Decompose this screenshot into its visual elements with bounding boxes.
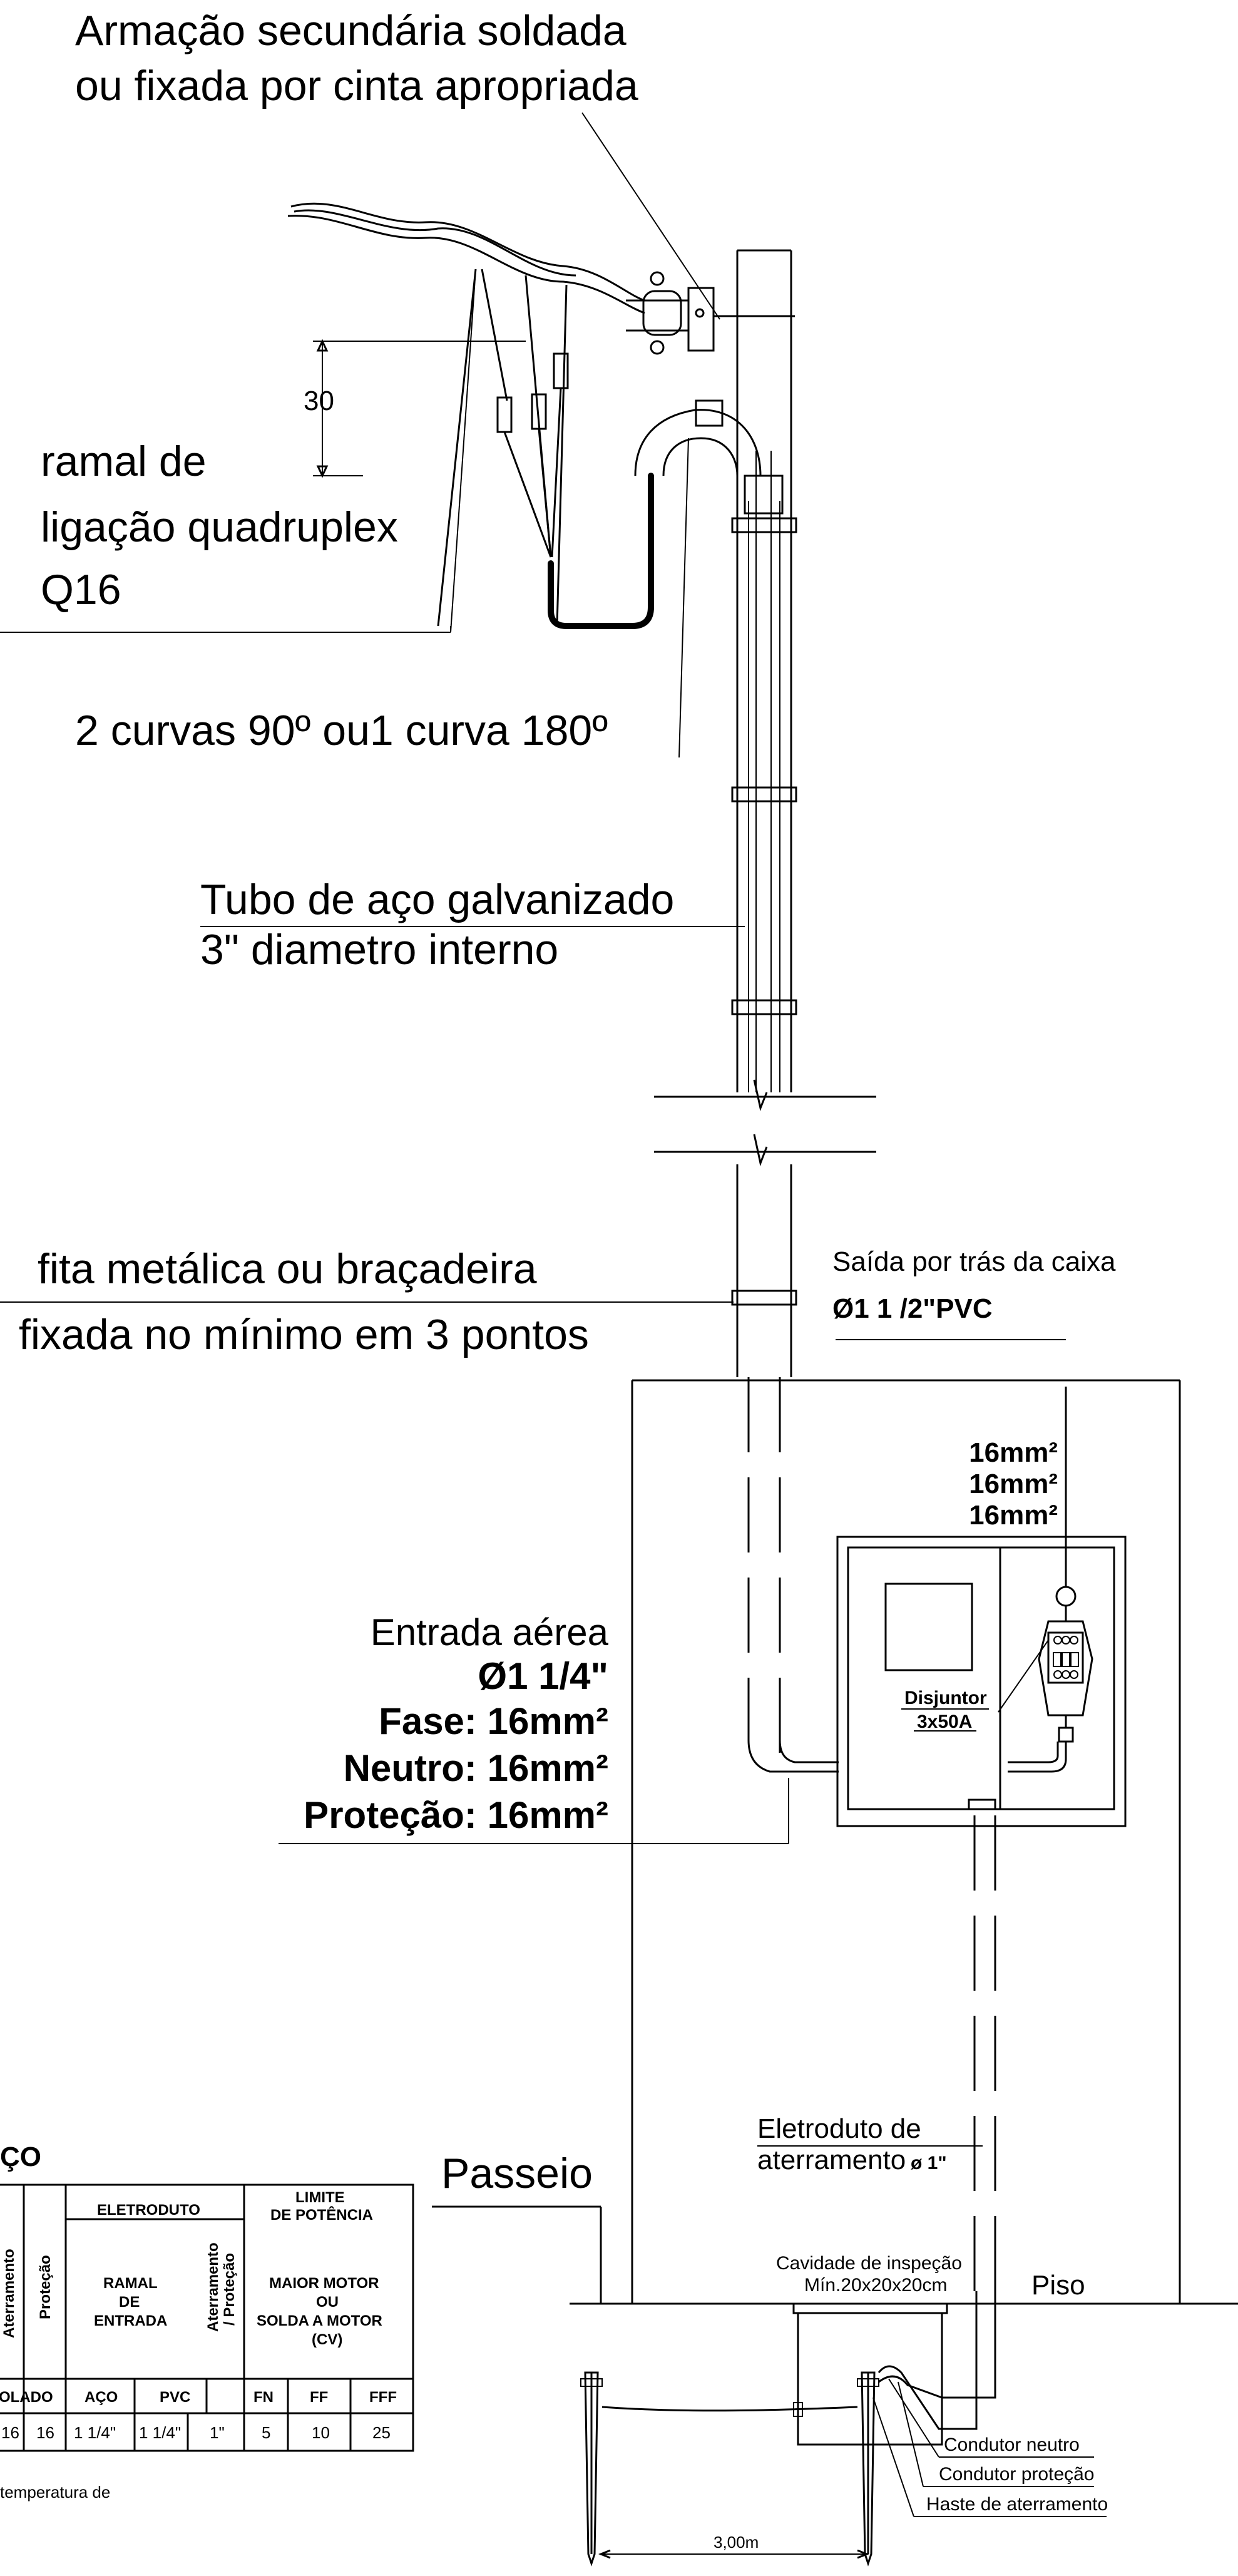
saida-label-line1: Saída por trás da caixa — [832, 1246, 1116, 1277]
grounding-system — [580, 2291, 1107, 2567]
gooseneck-curve — [548, 399, 784, 629]
table-col-ramal-2: DE — [119, 2294, 140, 2311]
table-header-eletroduto: ELETRODUTO — [97, 2202, 200, 2219]
table-cell: 5 — [262, 2423, 270, 2442]
table-col-motor-2: OU — [316, 2294, 339, 2311]
table-sub-pvc: PVC — [160, 2389, 190, 2406]
entrada-label-line2: Ø1 1/4" — [478, 1655, 608, 1697]
fita-label-line2: fixada no mínimo em 3 pontos — [19, 1311, 589, 1358]
curvas-label: 2 curvas 90º ou1 curva 180º — [75, 707, 608, 754]
meter-box — [836, 1536, 1127, 1827]
service-drop-cable — [287, 202, 645, 627]
table-sub-ff: FF — [310, 2389, 328, 2406]
disjuntor-rating: 3x50A — [917, 1711, 972, 1732]
steel-tube — [654, 249, 876, 1377]
table-col-motor-4: (CV) — [312, 2331, 342, 2348]
dimension-3m-label: 3,00m — [714, 2533, 759, 2552]
cavidade-label-line2: Mín.20x20x20cm — [804, 2275, 947, 2296]
table-sub-fn: FN — [253, 2389, 274, 2406]
sizing-table: ÇO ELETRODUTO LIMITE DE POTÊNCIA Aterram… — [0, 2142, 414, 2502]
cable-label-3: 16mm² — [969, 1500, 1058, 1531]
disjuntor-label: Disjuntor — [904, 1688, 987, 1708]
table-cell: 10 — [312, 2423, 330, 2442]
table-col-protecao: Proteção — [37, 2255, 54, 2319]
fita-label-line1: fita metálica ou braçadeira — [38, 1245, 537, 1293]
cable-label-2: 16mm² — [969, 1469, 1058, 1499]
passeio-label: Passeio — [441, 2150, 593, 2197]
cable-label-1: 16mm² — [969, 1437, 1058, 1468]
table-title-fragment: ÇO — [0, 2142, 41, 2172]
table-col-aterr-prot-2: / Proteção — [221, 2253, 238, 2326]
table-note-fragment: temperatura de — [0, 2483, 110, 2502]
breaker — [836, 1339, 1093, 1773]
entrada-neutro: Neutro: 16mm² — [344, 1747, 608, 1789]
table-sub-fff: FFF — [369, 2389, 397, 2406]
table-sub-isolado: OLADO — [0, 2389, 53, 2406]
eletroduto-aterr-line2: aterramento — [757, 2145, 906, 2175]
piso-label: Piso — [1031, 2270, 1085, 2301]
entrada-protecao: Proteção: 16mm² — [304, 1794, 608, 1836]
armacao-label-line2: ou fixada por cinta apropriada — [75, 62, 638, 110]
ramal-label-line2: ligação quadruplex — [41, 503, 398, 551]
ground-level — [432, 2205, 1238, 2446]
table-col-ramal-1: RAMAL — [103, 2275, 158, 2292]
haste-label: Haste de aterramento — [926, 2494, 1108, 2515]
eletroduto-aterr-dia: ø 1" — [911, 2153, 947, 2173]
table-col-ramal-3: ENTRADA — [94, 2312, 167, 2329]
table-col-motor-3: SOLDA A MOTOR — [257, 2312, 382, 2329]
condutor-neutro-label: Condutor neutro — [944, 2435, 1080, 2455]
curvas-leader — [678, 438, 689, 758]
entrada-label-line1: Entrada aérea — [371, 1611, 609, 1653]
table-sub-aco: AÇO — [84, 2389, 118, 2406]
dimension-30-label: 30 — [304, 386, 334, 416]
table-header-limite-1: LIMITE — [295, 2189, 345, 2206]
eletroduto-aterr-line1: Eletroduto de — [757, 2113, 921, 2144]
table-cell: 25 — [372, 2423, 391, 2442]
table-header-limite-2: DE POTÊNCIA — [270, 2206, 373, 2224]
secondary-rack — [626, 271, 795, 355]
armacao-label-line1: Armação secundária soldada — [75, 7, 627, 54]
table-cell: 16 — [36, 2423, 54, 2442]
ramal-label-line3: Q16 — [41, 566, 121, 613]
entrada-fase: Fase: 16mm² — [379, 1700, 608, 1742]
dimension-30: 30 — [304, 339, 526, 478]
condutor-protecao-label: Condutor proteção — [939, 2464, 1095, 2485]
meter-window — [884, 1583, 973, 1671]
armacao-leader — [581, 112, 720, 320]
ramal-label-line1: ramal de — [41, 438, 207, 485]
saida-label-line2: Ø1 1 /2"PVC — [832, 1293, 993, 1324]
cavidade-label-line1: Cavidade de inspeção — [776, 2253, 962, 2274]
table-cell: 16 — [1, 2423, 19, 2442]
table-cell: 1 1/4" — [139, 2423, 181, 2442]
tubo-label-line2: 3" diametro interno — [200, 926, 558, 973]
table-col-aterramento: Aterramento — [1, 2249, 18, 2338]
masonry-post — [631, 1379, 1181, 2304]
table-col-aterr-prot-1: Aterramento — [205, 2242, 222, 2332]
tubo-label-line1: Tubo de aço galvanizado — [200, 876, 674, 923]
table-col-motor-1: MAIOR MOTOR — [269, 2275, 379, 2292]
embedded-conduits — [747, 1377, 996, 2291]
table-cell: 1 1/4" — [74, 2423, 116, 2442]
table-cell: 1" — [210, 2423, 225, 2442]
